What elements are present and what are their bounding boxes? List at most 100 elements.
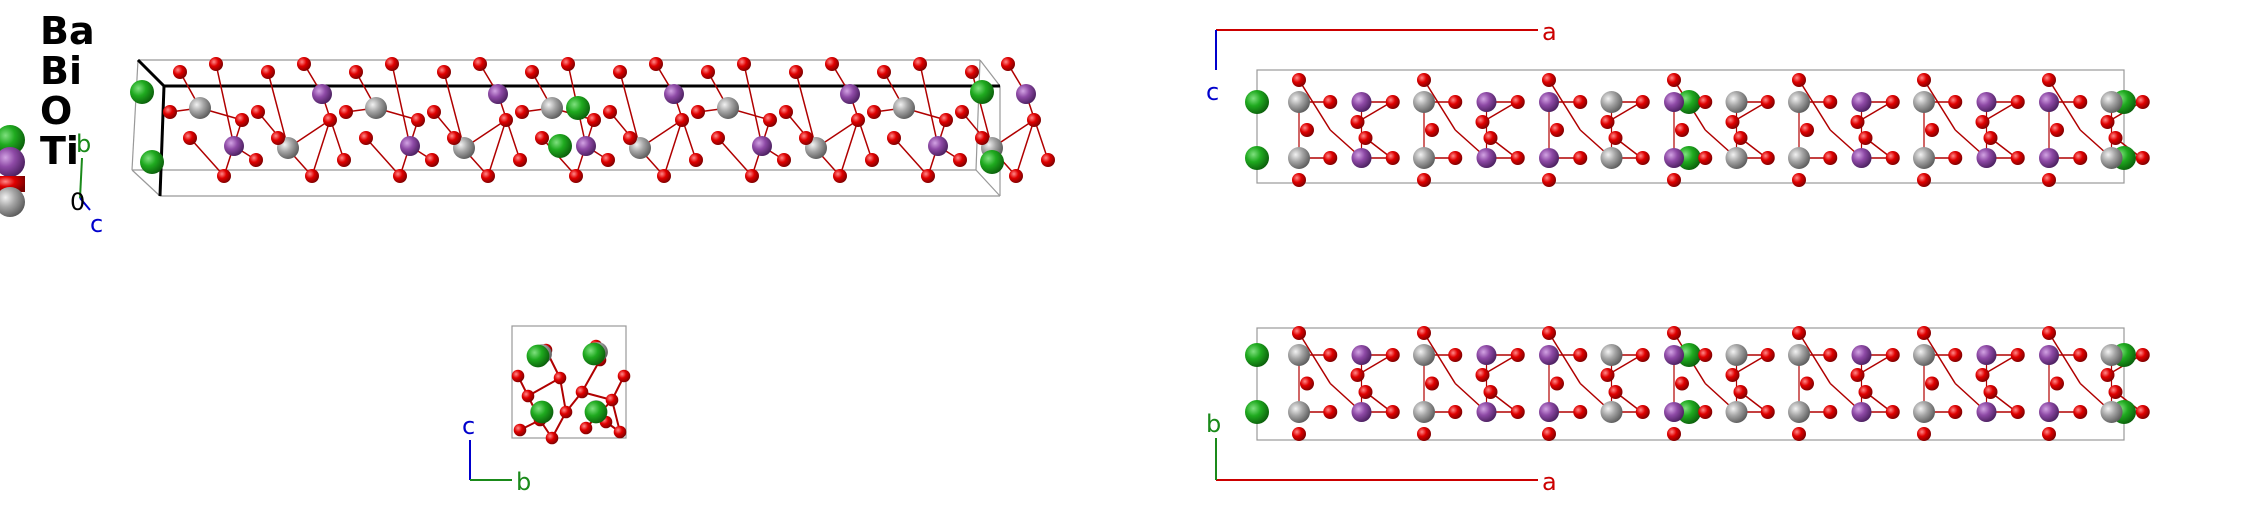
atom-o: [745, 169, 759, 183]
atom-bi: [1539, 402, 1559, 422]
bond: [365, 137, 401, 177]
atom-ti: [1913, 401, 1935, 423]
atom-o: [1323, 95, 1338, 109]
atom-o: [799, 131, 813, 145]
atom-o: [385, 57, 399, 71]
atom-o: [1417, 173, 1431, 187]
atom-ti: [1913, 344, 1935, 366]
atom-o: [1948, 348, 1963, 362]
atom-o: [689, 153, 703, 167]
atom-o: [511, 369, 525, 383]
atom-o: [1448, 95, 1463, 109]
bond: [391, 63, 411, 147]
atom-o: [1925, 376, 1939, 391]
atom-o: [1417, 326, 1431, 340]
atom-o: [1823, 151, 1838, 165]
atom-o: [1350, 115, 1365, 129]
atom-ti: [1788, 401, 1810, 423]
atom-ba: [130, 80, 154, 104]
atom-o: [1698, 348, 1713, 362]
atom-bi: [1539, 92, 1559, 112]
atom-o: [1573, 151, 1588, 165]
atom-o: [1292, 326, 1306, 340]
atom-o: [975, 131, 989, 145]
atom-o: [427, 105, 441, 119]
atom-bi: [1976, 92, 1997, 112]
atom-o: [2042, 326, 2056, 340]
atom-o: [1027, 113, 1041, 127]
atom-bi: [752, 136, 772, 156]
axis-label-c: c: [462, 412, 475, 440]
atom-o: [1510, 151, 1525, 165]
atom-o: [675, 113, 689, 127]
atom-ti: [1788, 147, 1810, 169]
atom-o: [1948, 95, 1963, 109]
atom-o: [2010, 95, 2025, 109]
atom-o: [2010, 151, 2025, 165]
atom-o: [1885, 348, 1900, 362]
atom-ba: [1245, 400, 1269, 424]
bond: [1548, 332, 1581, 384]
bond: [487, 119, 507, 177]
atom-o: [1948, 151, 1963, 165]
atom-o: [1041, 153, 1055, 167]
atom-o: [1760, 151, 1775, 165]
atom-ba: [526, 344, 550, 368]
bond: [1548, 79, 1581, 131]
atom-o: [553, 371, 567, 385]
axis-label-a: a: [1542, 468, 1557, 496]
atom-o: [2108, 131, 2123, 145]
atom-o: [1792, 73, 1806, 87]
atom-o: [1675, 376, 1689, 391]
atom-bi: [2039, 92, 2059, 112]
cell-edge: [975, 59, 981, 171]
a-c-unit-cell: [1256, 69, 2125, 184]
atom-o: [1885, 151, 1900, 165]
atom-o: [1292, 427, 1306, 441]
atom-o: [657, 169, 671, 183]
legend-swatch-ti: [0, 187, 25, 217]
atom-bi: [1351, 345, 1372, 365]
atom-bi: [664, 84, 684, 104]
atom-o: [521, 389, 535, 403]
atom-ba: [1245, 146, 1269, 170]
atom-o: [587, 113, 601, 127]
atom-o: [1300, 123, 1314, 137]
atom-bi: [928, 136, 948, 156]
a-b-projection-view: [1245, 326, 2150, 441]
atom-bi: [1664, 402, 1684, 422]
atom-ti: [1725, 91, 1748, 113]
axis-label-origin: 0: [70, 188, 85, 216]
atom-o: [1917, 73, 1931, 87]
atom-ba: [1677, 146, 1701, 170]
atom-o: [1885, 95, 1900, 109]
atom-o: [779, 105, 793, 119]
legend-label-o: O: [40, 89, 72, 133]
atom-o: [1573, 405, 1588, 419]
atom-o: [1823, 405, 1838, 419]
atom-o: [1635, 151, 1650, 165]
cell-edge: [979, 59, 1001, 87]
axis-label-c: c: [90, 210, 103, 238]
atom-o: [1917, 427, 1931, 441]
atom-o: [2100, 368, 2115, 382]
atom-bi: [576, 136, 596, 156]
atom-o: [2010, 348, 2025, 362]
atom-o: [575, 385, 589, 399]
atom-o: [1885, 405, 1900, 419]
atom-bi: [1476, 92, 1497, 112]
atom-o: [1323, 405, 1338, 419]
atom-o: [1850, 368, 1865, 382]
atom-o: [1550, 123, 1564, 137]
atom-o: [1635, 348, 1650, 362]
atom-ba: [970, 80, 994, 104]
atom-o: [1483, 385, 1498, 399]
bond: [2048, 332, 2081, 384]
atom-bi: [2039, 345, 2059, 365]
atom-o: [2135, 151, 2150, 165]
atom-o: [1823, 95, 1838, 109]
axis-triad-a-b: a b: [1206, 410, 1557, 496]
atom-o: [1542, 427, 1556, 441]
axis-triad-a-c: a c: [1206, 18, 1557, 106]
